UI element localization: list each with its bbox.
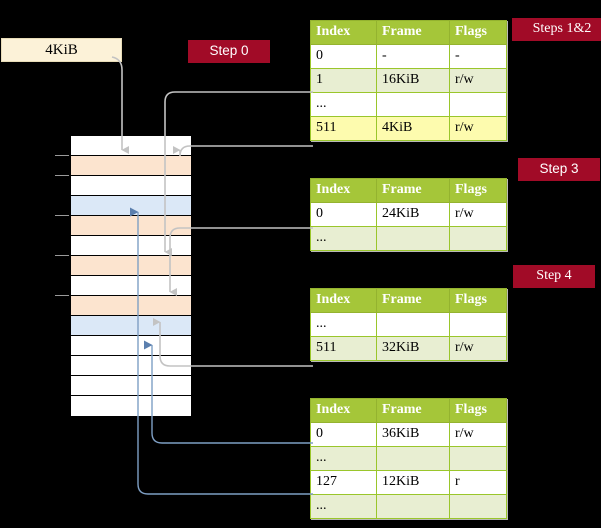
table-header-index: Index [310,20,377,45]
memory-frame-tick [55,155,69,156]
table-row: 0-- [310,44,507,69]
table-cell: r/w [449,116,507,141]
table-cell: r/w [449,202,507,227]
table-cell [376,312,450,337]
table-row: ... [310,494,507,519]
table-header-index: Index [310,178,377,203]
wire-l4-entry511-to-frame [173,145,313,157]
memory-frame-row [71,156,191,176]
table-cell [449,494,507,519]
memory-frame-row [71,136,191,156]
memory-frame-row [71,256,191,276]
table-cell: 36KiB [376,422,450,447]
table-cell [449,312,507,337]
source-page-label: 4KiB [45,42,78,58]
table-header-frame: Frame [376,178,450,203]
table-header-flags: Flags [449,178,507,203]
memory-frame-row [71,216,191,236]
table-cell [376,446,450,471]
memory-frame-tick [55,255,69,256]
table-cell [376,494,450,519]
table-cell: 12KiB [376,470,450,495]
table-row: ... [310,446,507,471]
memory-frame-tick [55,215,69,216]
memory-frame-row [71,336,191,356]
table-cell: r/w [449,422,507,447]
table-cell: 1 [310,68,377,93]
table-cell [449,92,507,117]
memory-frame-row [71,396,191,416]
table-cell: - [376,44,450,69]
memory-frame-row [71,316,191,336]
table-cell [376,226,450,251]
table-header-frame: Frame [376,398,450,423]
table-cell: ... [310,446,377,471]
table-cell: 511 [310,116,377,141]
badge-steps-1-2: Steps 1&2 [512,18,601,41]
table-header-frame: Frame [376,20,450,45]
table-cell: 24KiB [376,202,450,227]
table-cell: 0 [310,202,377,227]
table-header-index: Index [310,288,377,313]
table-cell: 0 [310,422,377,447]
table-cell: ... [310,312,377,337]
badge-step-4: Step 4 [513,265,595,288]
table-row: ... [310,92,507,117]
memory-frame-row [71,236,191,256]
table-cell: ... [310,494,377,519]
wire-l3-entry0-to-frame [169,227,313,296]
table-header-flags: Flags [449,20,507,45]
table-cell: 127 [310,470,377,495]
table-row: ... [310,312,507,337]
memory-frame-row [71,176,191,196]
table-header-frame: Frame [376,288,450,313]
table-cell: 16KiB [376,68,450,93]
memory-frame-row [71,356,191,376]
table-cell: r/w [449,68,507,93]
table-row: ... [310,226,507,251]
physical-memory-column [70,135,191,416]
table-header-flags: Flags [449,398,507,423]
table-cell: r [449,470,507,495]
source-page-box: 4KiB [1,38,122,62]
memory-frame-row [71,296,191,316]
table-cell: 0 [310,44,377,69]
table-cell [449,446,507,471]
memory-frame-row [71,376,191,396]
table-cell: 511 [310,336,377,361]
table-cell: ... [310,92,377,117]
memory-frame-row [71,276,191,296]
table-cell: 32KiB [376,336,450,361]
table-cell: r/w [449,336,507,361]
table-header-flags: Flags [449,288,507,313]
table-cell: ... [310,226,377,251]
badge-step-3: Step 3 [518,158,600,181]
table-cell [376,92,450,117]
table-header-index: Index [310,398,377,423]
table-cell: - [449,44,507,69]
table-cell: 4KiB [376,116,450,141]
memory-frame-tick [55,295,69,296]
memory-frame-row [71,196,191,216]
table-cell [449,226,507,251]
memory-frame-tick [55,175,69,176]
badge-step-0: Step 0 [188,40,270,63]
